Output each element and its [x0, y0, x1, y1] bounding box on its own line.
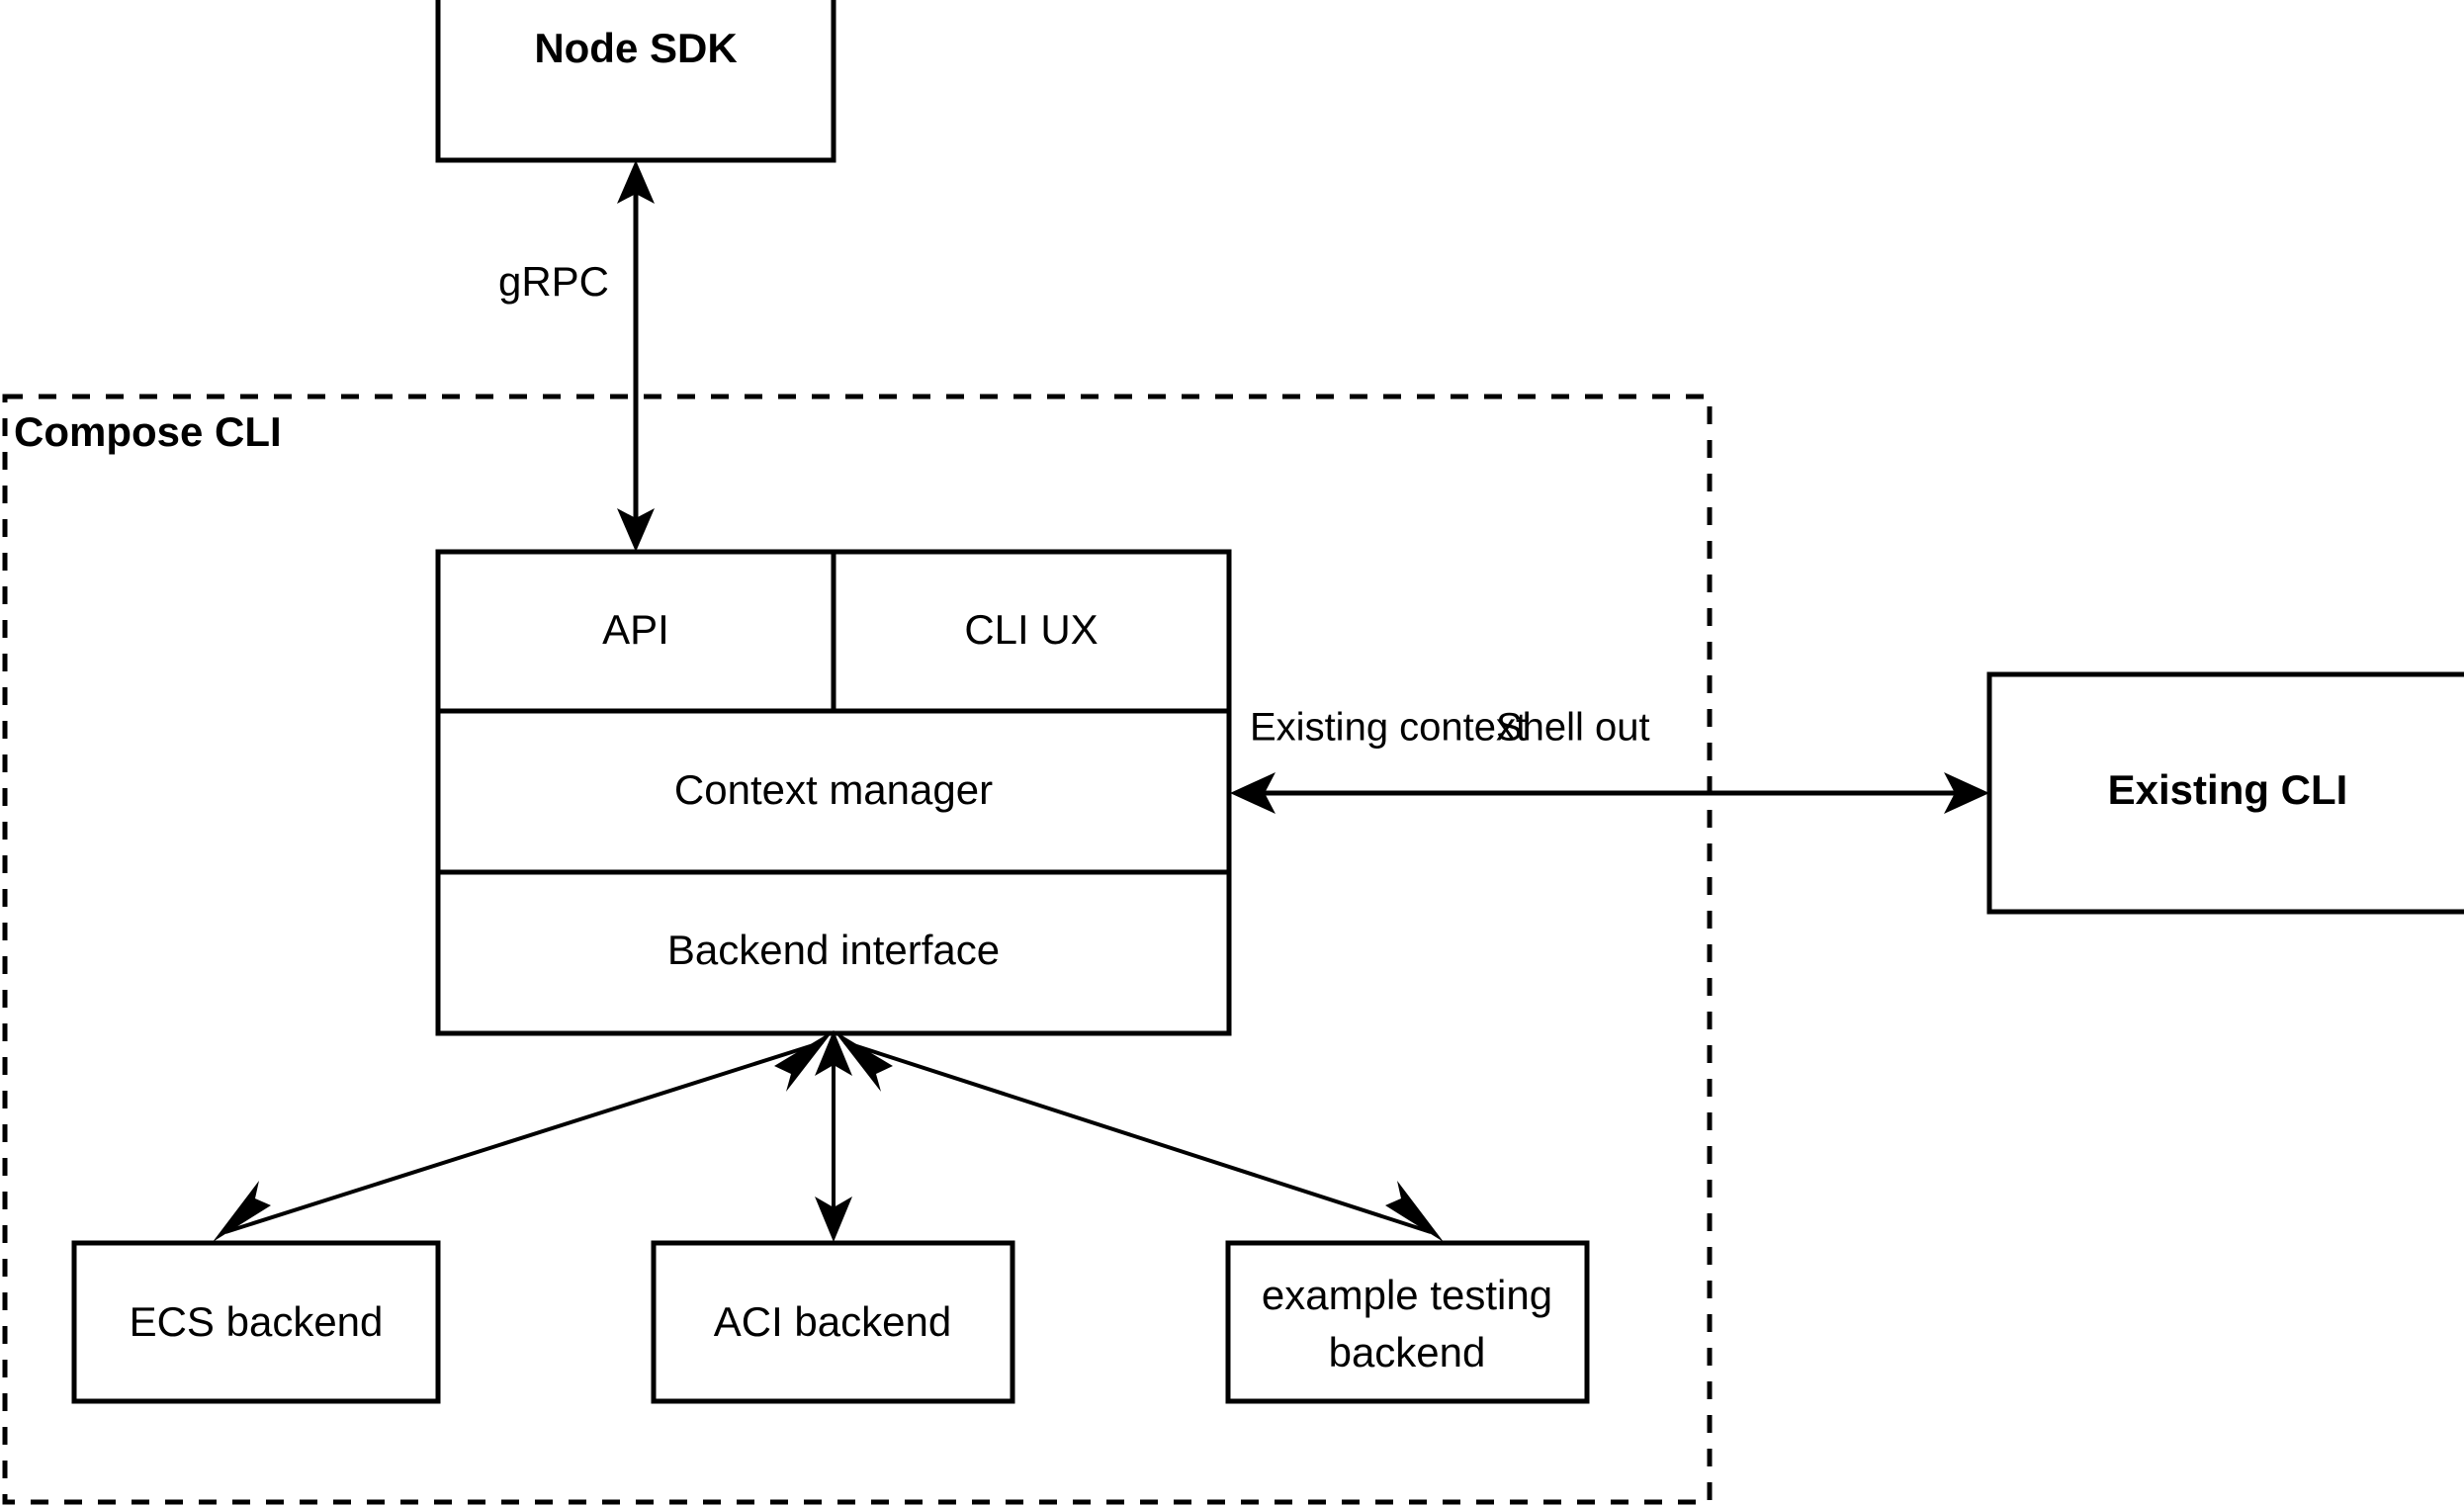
- aci-backend-box: [651, 1240, 1015, 1404]
- cli-ux-label: CLI UX: [964, 606, 1098, 653]
- grpc-arrowhead-down: [617, 508, 655, 552]
- shell-out-arrowhead-right: [1944, 772, 1989, 814]
- aci-backend-label: ACI backend: [714, 1298, 951, 1345]
- ecs-backend-box: [71, 1240, 441, 1404]
- example-testing-backend-label-line2: backend: [1329, 1329, 1486, 1375]
- grpc-arrowhead-up: [617, 160, 655, 204]
- ecs-backend-label: ECS backend: [130, 1298, 384, 1345]
- context-manager-label: Context manager: [674, 766, 993, 813]
- existing-context-arrowhead-left: [1230, 772, 1276, 814]
- compose-cli-group-border: [2, 394, 1713, 1505]
- example-testing-backend-label-line1: example testing: [1262, 1272, 1552, 1318]
- existing-context-edge-label: Existing context: [1250, 706, 1527, 750]
- shell-out-edge-label: Shell out: [1496, 706, 1650, 750]
- backend-example-arrowhead-down: [1385, 1181, 1444, 1242]
- example-testing-backend-box: [1225, 1240, 1590, 1404]
- existing-cli-label: Existing CLI: [2108, 766, 2348, 813]
- backend-aci-arrowhead-up: [815, 1030, 852, 1076]
- backend-example-connector-line: [843, 1040, 1432, 1234]
- backend-ecs-arrowhead-down: [213, 1181, 271, 1242]
- backend-ecs-connector-line: [224, 1040, 824, 1234]
- backend-ecs-arrowhead-up: [774, 1030, 834, 1092]
- backend-interface-label: Backend interface: [667, 927, 1000, 973]
- backend-aci-arrowhead-down: [815, 1197, 852, 1242]
- api-label: API: [602, 606, 669, 653]
- compose-cli-group-label: Compose CLI: [14, 408, 282, 455]
- node-sdk-label: Node SDK: [534, 25, 737, 71]
- backend-example-arrowhead-up: [834, 1030, 893, 1092]
- grpc-edge-label: gRPC: [498, 258, 609, 305]
